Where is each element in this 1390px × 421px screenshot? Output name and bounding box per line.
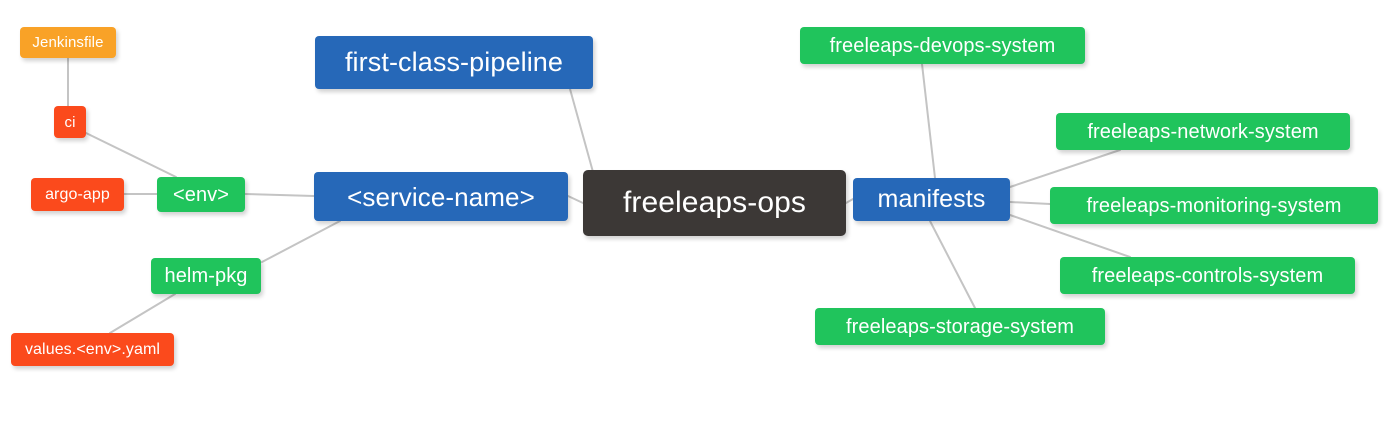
mindmap-node-freeleaps-devops-system[interactable]: freeleaps-devops-system — [800, 27, 1085, 64]
mindmap-node-freeleaps-storage-system[interactable]: freeleaps-storage-system — [815, 308, 1105, 345]
mindmap-node-service-name[interactable]: <service-name> — [314, 172, 568, 221]
edge-service-name-to-helm-pkg — [261, 220, 341, 263]
edge-manifests-to-freeleaps-network-system — [1009, 149, 1121, 188]
mindmap-node-helm-pkg[interactable]: helm-pkg — [151, 258, 261, 294]
mindmap-node-freeleaps-monitoring-system[interactable]: freeleaps-monitoring-system — [1050, 187, 1378, 224]
mindmap-node-freeleaps-network-system[interactable]: freeleaps-network-system — [1056, 113, 1350, 150]
edge-manifests-to-freeleaps-storage-system — [929, 220, 976, 309]
mindmap-node-freeleaps-controls-system[interactable]: freeleaps-controls-system — [1060, 257, 1355, 294]
mindmap-node-argo-app[interactable]: argo-app — [31, 178, 124, 211]
edge-freeleaps-ops-to-manifests — [845, 198, 854, 204]
mindmap-node-values-env-yaml[interactable]: values.<env>.yaml — [11, 333, 174, 366]
mindmap-node-env[interactable]: <env> — [157, 177, 245, 212]
edge-manifests-to-freeleaps-devops-system — [921, 63, 936, 179]
edge-env-to-ci — [85, 132, 177, 178]
edge-freeleaps-ops-to-service-name — [567, 195, 584, 204]
edge-manifests-to-freeleaps-monitoring-system — [1009, 201, 1051, 205]
mindmap-node-first-class-pipeline[interactable]: first-class-pipeline — [315, 36, 593, 89]
edge-helm-pkg-to-values-env-yaml — [109, 293, 176, 334]
mindmap-node-ci[interactable]: ci — [54, 106, 86, 138]
edge-service-name-to-env — [244, 193, 315, 197]
mindmap-node-jenkinsfile[interactable]: Jenkinsfile — [20, 27, 116, 58]
mindmap-node-freeleaps-ops[interactable]: freeleaps-ops — [583, 170, 846, 236]
edge-freeleaps-ops-to-first-class-pipeline — [569, 88, 594, 173]
mindmap-node-manifests[interactable]: manifests — [853, 178, 1010, 221]
